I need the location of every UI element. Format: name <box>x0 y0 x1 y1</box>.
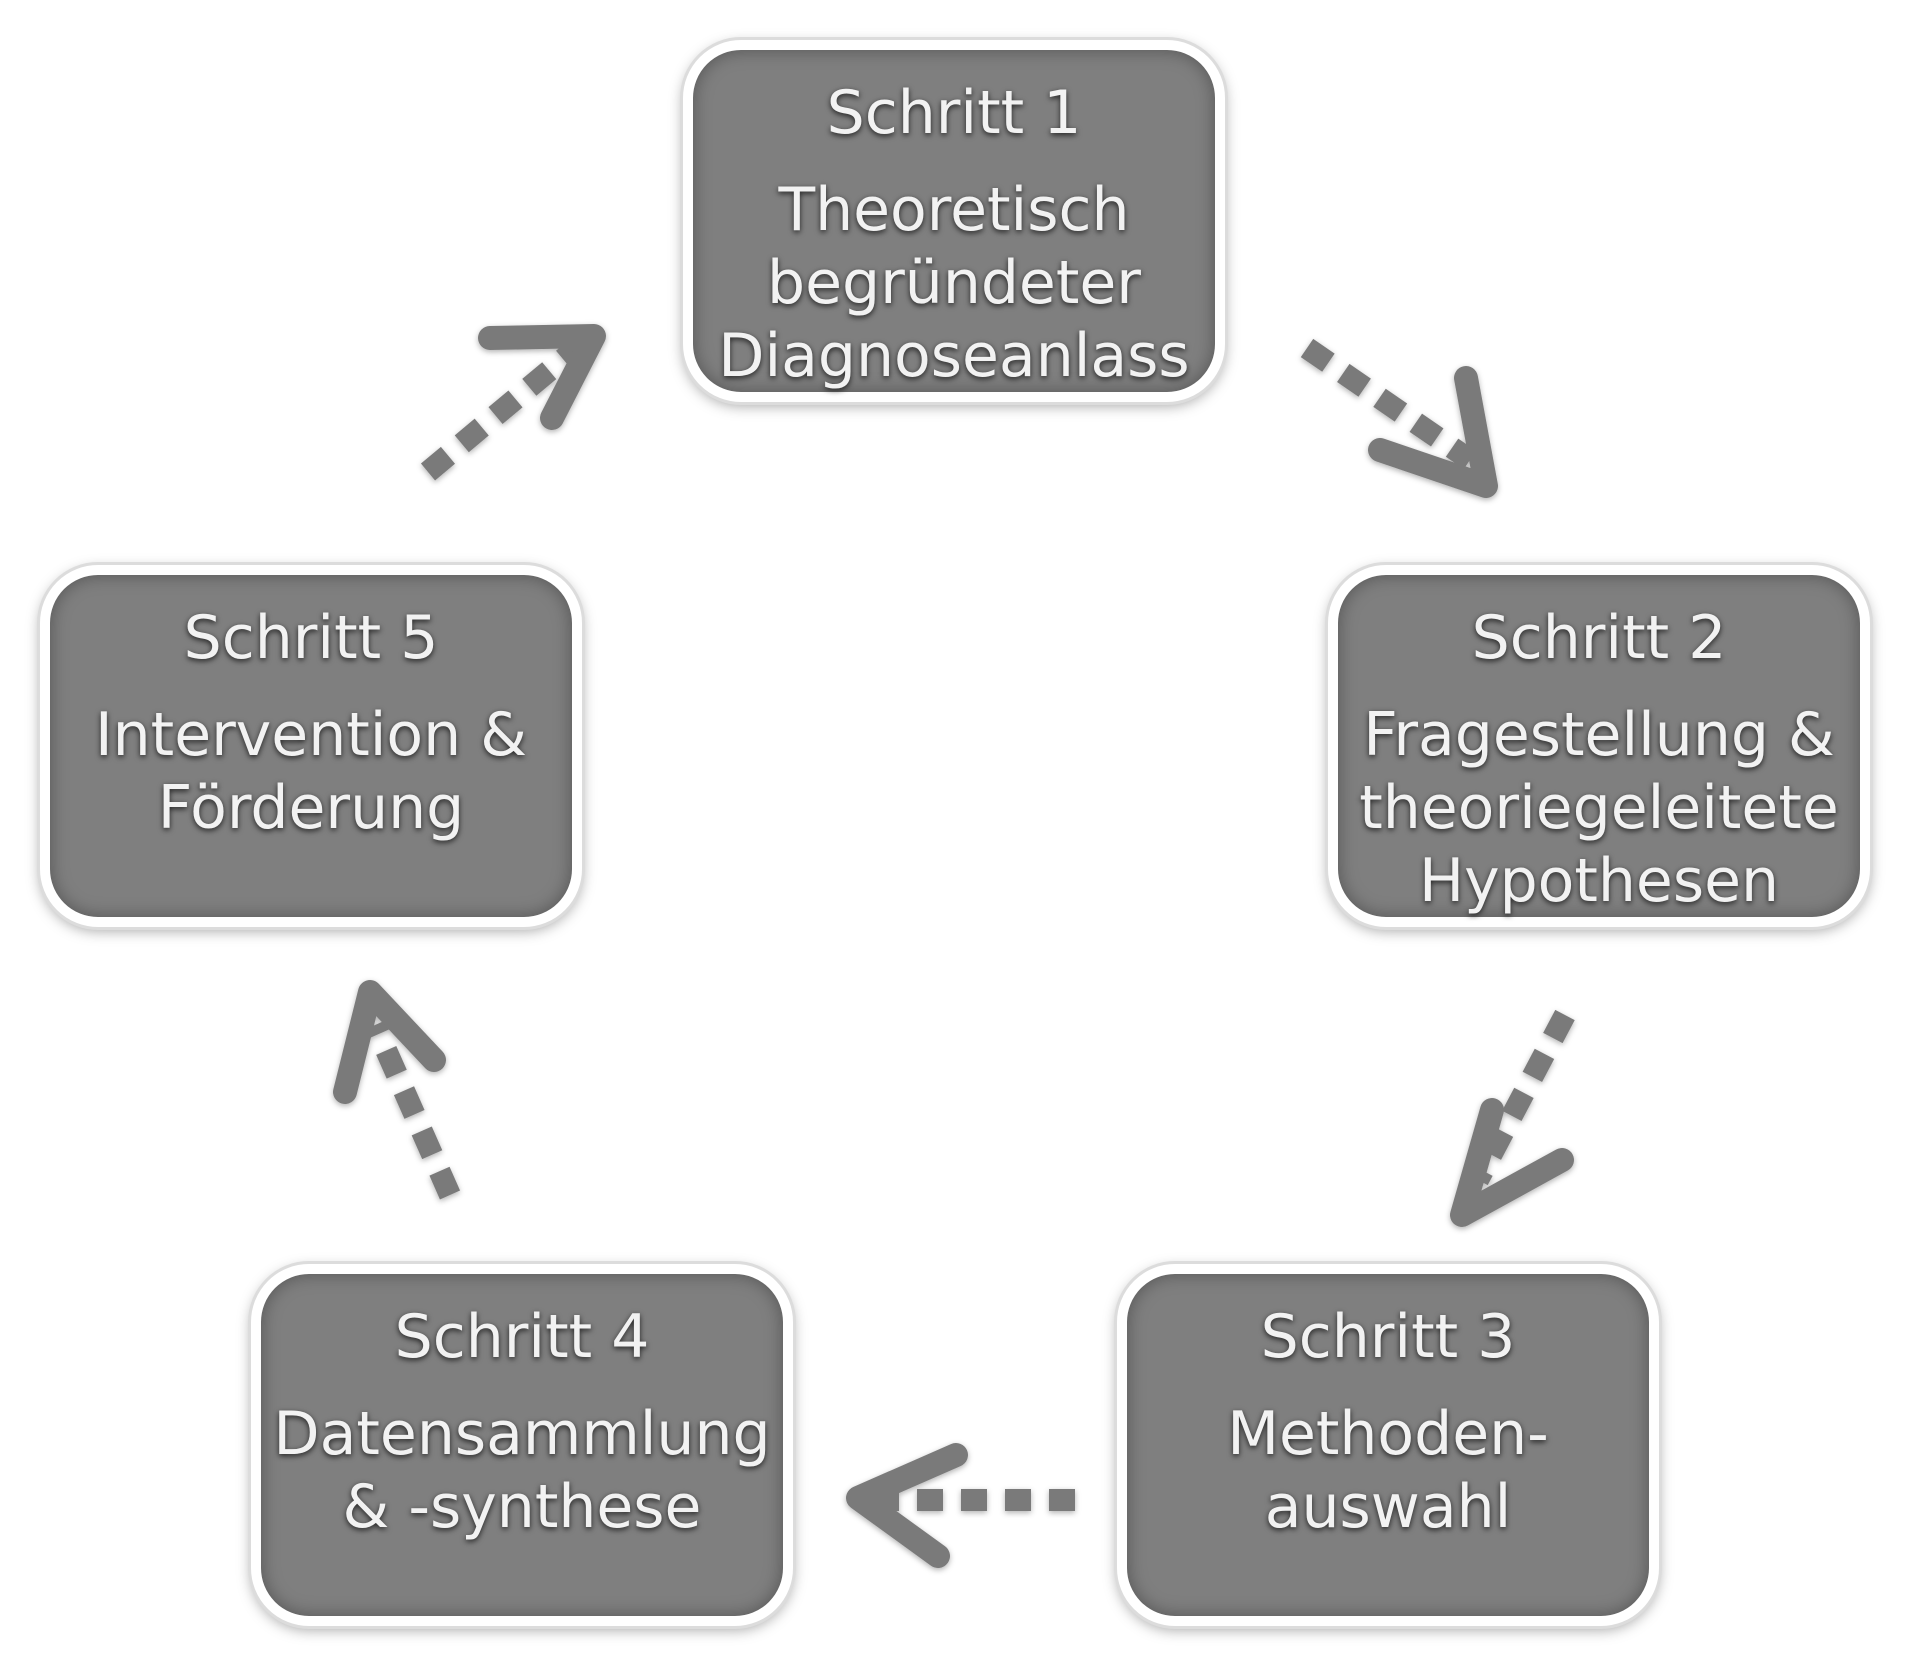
arrow-head <box>846 1443 968 1568</box>
arrow-step3-to-step4 <box>846 1443 1075 1568</box>
arrow-step4-to-step5 <box>333 980 461 1200</box>
step-3-title: Schritt 3 <box>1260 1302 1516 1372</box>
arrow-shaft <box>1468 1009 1575 1186</box>
step-3-box: Schritt 3 Methoden- auswahl <box>1117 1264 1659 1626</box>
arrow-head <box>333 980 446 1104</box>
arrow-step5-to-step1 <box>420 324 606 481</box>
step-4-box: Schritt 4 Datensammlung & -synthese <box>251 1264 793 1626</box>
step-5-title: Schritt 5 <box>183 603 439 673</box>
step-5-box: Schritt 5 Intervention & Förderung <box>40 565 582 927</box>
arrow-shaft <box>364 1020 461 1200</box>
step-2-title: Schritt 2 <box>1471 603 1727 673</box>
arrow-shaft <box>420 336 588 481</box>
arrow-step1-to-step2 <box>1300 338 1498 498</box>
arrow-head <box>1450 1098 1574 1227</box>
step-2-box: Schritt 2 Fragestellung & theoriegeleite… <box>1328 565 1870 927</box>
step-1-description: Theoretisch begründeter Diagnoseanlass <box>718 175 1190 391</box>
step-1-box: Schritt 1 Theoretisch begründeter Diagno… <box>683 40 1225 402</box>
step-4-title: Schritt 4 <box>394 1302 650 1372</box>
arrow-shaft <box>1300 338 1477 470</box>
arrow-head <box>1368 366 1498 498</box>
step-1-title: Schritt 1 <box>826 78 1082 148</box>
arrow-step2-to-step3 <box>1450 1009 1575 1227</box>
step-4-description: Datensammlung & -synthese <box>273 1399 771 1542</box>
step-2-description: Fragestellung & theoriegeleitete Hypothe… <box>1359 700 1839 916</box>
arrow-head <box>478 324 606 430</box>
step-3-description: Methoden- auswahl <box>1227 1399 1549 1542</box>
step-5-description: Intervention & Förderung <box>94 700 528 843</box>
